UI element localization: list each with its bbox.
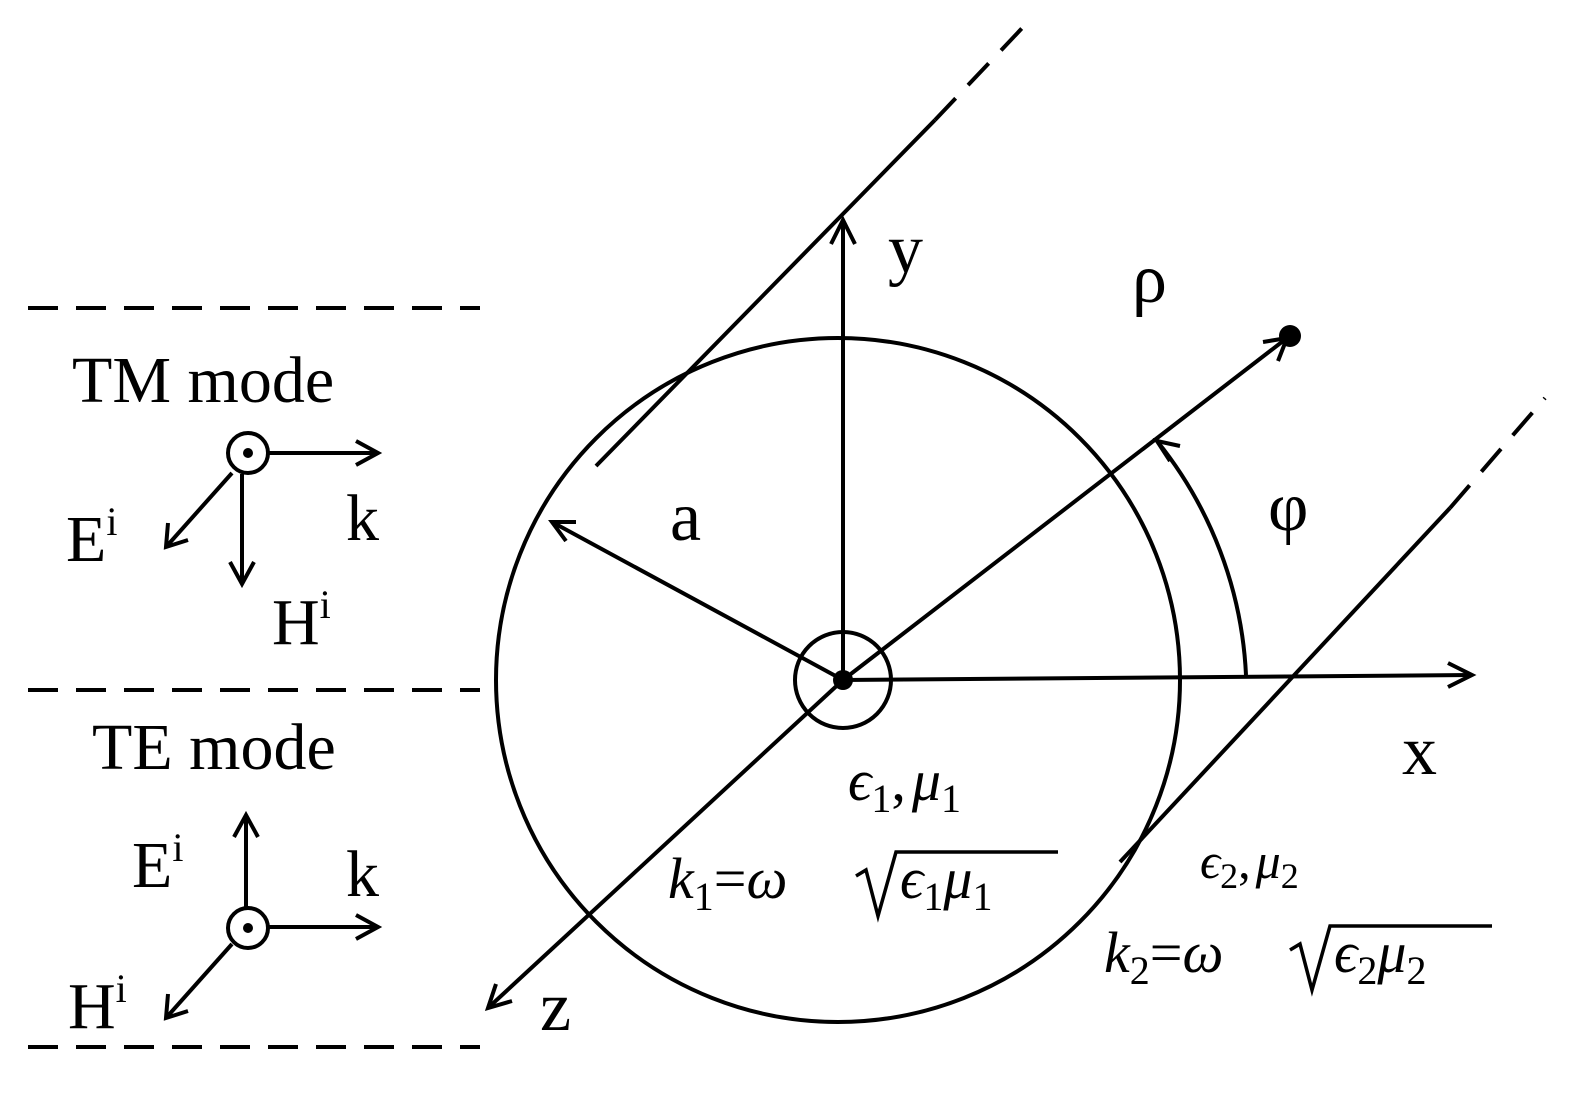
outer-medium-params: ϵ2,μ2 [1200,833,1299,896]
tm-h-arrowhead [228,561,256,589]
phi-label: φ [1268,469,1308,546]
origin-point [833,670,853,690]
inner-sqrt-sign [855,850,1058,923]
y-axis-label: y [888,211,923,288]
te-mode-title: TE mode [92,711,336,784]
z-axis-arrowhead [484,983,513,1011]
te-h-arrowhead [163,993,189,1021]
radius-arrowhead [548,520,576,543]
dot-in-circle-icon [226,906,270,950]
cylinder-upper-edge [594,118,937,468]
outer-wavenumber-formula: k2=ω [1104,920,1223,993]
cylinder-lower-edge [1118,506,1452,864]
te-e-arrowhead [232,810,260,838]
cylinder-upper-edge-dashed [933,22,1028,122]
z-axis [486,678,845,1010]
te-k-label: k [346,838,379,911]
phi-arc-arrowhead [1152,438,1181,463]
radius-label: a [670,479,701,556]
cylinder [494,22,1547,1024]
te-e-label: Ei [132,825,183,902]
cylinder-cross-section [494,336,1182,1024]
outer-sqrt-sign [1289,924,1492,997]
origin-ring [793,630,893,730]
inner-medium-params: ϵ1,μ1 [848,748,961,821]
inner-sqrt-argument: ϵ1μ1 [900,846,993,919]
phi-arc [1155,439,1248,676]
observation-point [1279,325,1301,347]
te-mode-block: TE mode Ei k Hi [68,711,383,1043]
z-axis-label: z [540,969,571,1046]
rho-arrow [841,336,1289,682]
tm-e-label: Ei [66,499,117,576]
te-k-arrowhead [355,913,383,941]
outer-sqrt-argument: ϵ2μ2 [1334,920,1427,993]
cylinder-lower-edge-dashed [1448,396,1547,510]
radius-arrow [551,520,844,682]
dot-in-circle-icon [226,431,270,475]
rho-label: ρ [1132,241,1167,318]
tm-k-label: k [346,482,379,555]
tm-k-arrowhead [355,439,383,467]
tm-h-label: Hi [272,582,331,659]
tm-mode-block: TM mode Ei k Hi [66,344,383,659]
te-h-label: Hi [68,966,127,1043]
x-axis-arrowhead [1447,661,1477,689]
tm-e-arrow [164,471,234,549]
y-axis-arrowhead [829,215,857,245]
x-axis [842,673,1473,682]
inner-wavenumber-formula: k1=ω [668,846,787,919]
tm-mode-title: TM mode [72,344,334,417]
mode-legend [28,306,480,1049]
x-axis-label: x [1402,713,1437,790]
te-h-arrow [164,942,234,1020]
tm-e-arrowhead [163,522,189,550]
